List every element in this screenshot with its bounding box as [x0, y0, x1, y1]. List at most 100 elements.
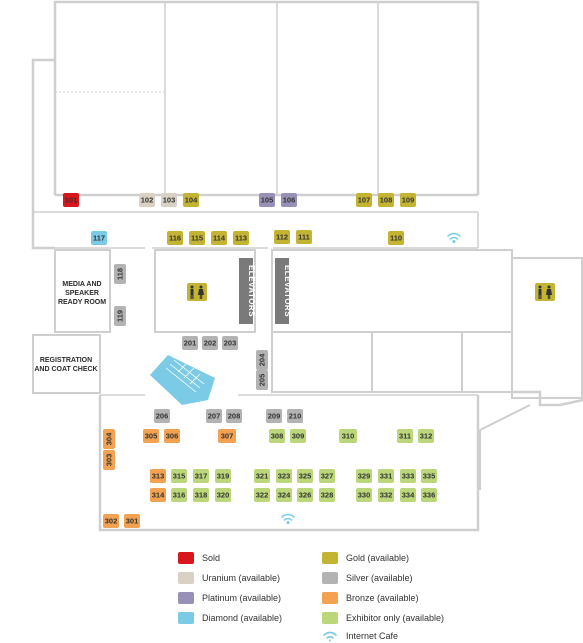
booth-shape[interactable] [103, 429, 115, 449]
booth-113[interactable]: 113 [233, 231, 249, 245]
booth-306[interactable]: 306 [164, 429, 180, 443]
booth-209[interactable]: 209 [266, 409, 282, 423]
booth-104[interactable]: 104 [183, 193, 199, 207]
booth-shape[interactable] [218, 429, 236, 443]
booth-shape[interactable] [378, 488, 394, 502]
booth-108[interactable]: 108 [378, 193, 394, 207]
booth-314[interactable]: 314 [150, 488, 166, 502]
booth-305[interactable]: 305 [143, 429, 159, 443]
booth-shape[interactable] [378, 469, 394, 483]
booth-117[interactable]: 117 [91, 231, 107, 245]
booth-322[interactable]: 322 [254, 488, 270, 502]
booth-shape[interactable] [91, 231, 107, 245]
booth-shape[interactable] [215, 469, 231, 483]
booth-111[interactable]: 111 [296, 230, 312, 244]
booth-shape[interactable] [259, 193, 275, 207]
booth-118[interactable]: 118 [114, 264, 126, 284]
booth-shape[interactable] [356, 193, 372, 207]
booth-shape[interactable] [206, 409, 222, 423]
booth-shape[interactable] [215, 488, 231, 502]
booth-103[interactable]: 103 [161, 193, 177, 207]
booth-shape[interactable] [276, 469, 292, 483]
booth-203[interactable]: 203 [222, 336, 238, 350]
booth-201[interactable]: 201 [182, 336, 198, 350]
booth-shape[interactable] [226, 409, 242, 423]
booth-shape[interactable] [421, 469, 437, 483]
booth-shape[interactable] [274, 230, 290, 244]
booth-shape[interactable] [143, 429, 159, 443]
booth-303[interactable]: 303 [103, 450, 115, 470]
booth-327[interactable]: 327 [319, 469, 335, 483]
booth-102[interactable]: 102 [139, 193, 155, 207]
booth-shape[interactable] [356, 469, 372, 483]
booth-shape[interactable] [397, 429, 413, 443]
booth-shape[interactable] [400, 488, 416, 502]
booth-315[interactable]: 315 [171, 469, 187, 483]
booth-332[interactable]: 332 [378, 488, 394, 502]
booth-302[interactable]: 302 [103, 514, 119, 528]
booth-shape[interactable] [150, 469, 166, 483]
booth-shape[interactable] [256, 370, 268, 390]
booth-shape[interactable] [319, 488, 335, 502]
booth-319[interactable]: 319 [215, 469, 231, 483]
booth-309[interactable]: 309 [290, 429, 306, 443]
booth-110[interactable]: 110 [388, 231, 404, 245]
booth-shape[interactable] [233, 231, 249, 245]
booth-shape[interactable] [281, 193, 297, 207]
booth-116[interactable]: 116 [167, 231, 183, 245]
booth-336[interactable]: 336 [421, 488, 437, 502]
booth-shape[interactable] [266, 409, 282, 423]
booth-329[interactable]: 329 [356, 469, 372, 483]
booth-115[interactable]: 115 [189, 231, 205, 245]
booth-335[interactable]: 335 [421, 469, 437, 483]
booth-shape[interactable] [171, 488, 187, 502]
booth-shape[interactable] [276, 488, 292, 502]
booth-shape[interactable] [189, 231, 205, 245]
booth-shape[interactable] [256, 350, 268, 370]
booth-101[interactable]: 101 [63, 193, 79, 207]
booth-204[interactable]: 204 [256, 350, 268, 370]
booth-304[interactable]: 304 [103, 429, 115, 449]
booth-105[interactable]: 105 [259, 193, 275, 207]
booth-207[interactable]: 207 [206, 409, 222, 423]
booth-330[interactable]: 330 [356, 488, 372, 502]
booth-317[interactable]: 317 [193, 469, 209, 483]
booth-shape[interactable] [211, 231, 227, 245]
booth-333[interactable]: 333 [400, 469, 416, 483]
booth-shape[interactable] [378, 193, 394, 207]
booth-shape[interactable] [124, 514, 140, 528]
booth-202[interactable]: 202 [202, 336, 218, 350]
booth-324[interactable]: 324 [276, 488, 292, 502]
booth-shape[interactable] [254, 469, 270, 483]
booth-shape[interactable] [164, 429, 180, 443]
booth-119[interactable]: 119 [114, 306, 126, 326]
booth-109[interactable]: 109 [400, 193, 416, 207]
booth-313[interactable]: 313 [150, 469, 166, 483]
booth-shape[interactable] [167, 231, 183, 245]
booth-114[interactable]: 114 [211, 231, 227, 245]
booth-326[interactable]: 326 [297, 488, 313, 502]
booth-shape[interactable] [222, 336, 238, 350]
booth-316[interactable]: 316 [171, 488, 187, 502]
booth-334[interactable]: 334 [400, 488, 416, 502]
booth-shape[interactable] [114, 264, 126, 284]
booth-shape[interactable] [139, 193, 155, 207]
booth-shape[interactable] [400, 469, 416, 483]
booth-shape[interactable] [202, 336, 218, 350]
booth-shape[interactable] [114, 306, 126, 326]
booth-shape[interactable] [103, 514, 119, 528]
booth-shape[interactable] [103, 450, 115, 470]
booth-312[interactable]: 312 [418, 429, 434, 443]
booth-shape[interactable] [193, 488, 209, 502]
booth-107[interactable]: 107 [356, 193, 372, 207]
booth-307[interactable]: 307 [218, 429, 236, 443]
booth-shape[interactable] [339, 429, 357, 443]
booth-shape[interactable] [183, 193, 199, 207]
booth-320[interactable]: 320 [215, 488, 231, 502]
booth-328[interactable]: 328 [319, 488, 335, 502]
booth-shape[interactable] [297, 469, 313, 483]
booth-shape[interactable] [154, 409, 170, 423]
booth-shape[interactable] [182, 336, 198, 350]
booth-shape[interactable] [418, 429, 434, 443]
booth-206[interactable]: 206 [154, 409, 170, 423]
